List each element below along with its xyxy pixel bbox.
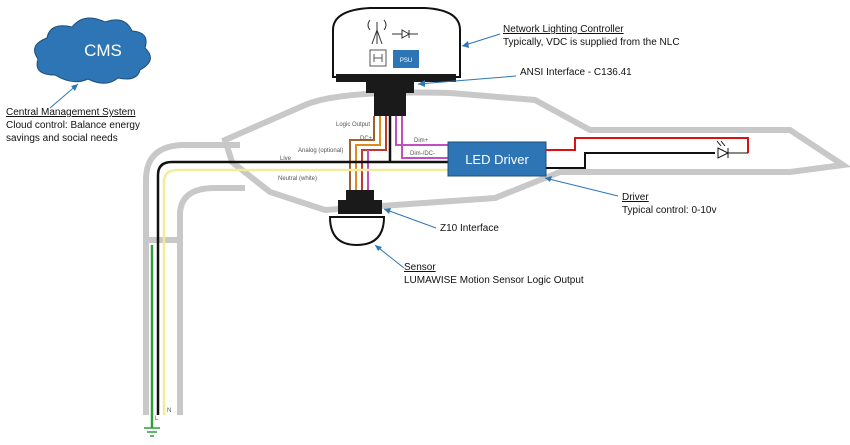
led-driver-box — [447, 141, 547, 177]
z10-block — [346, 190, 374, 200]
dim-plus-wire — [395, 116, 448, 146]
cms-label: CMS — [84, 41, 122, 60]
driver-heading: Driver — [622, 192, 649, 203]
logic-output-wire — [355, 116, 381, 190]
pole-n-label: N — [167, 408, 171, 414]
dim-plus-label: Dim+ — [414, 138, 429, 144]
neutral-label: Neutral (white) — [278, 176, 317, 182]
z10-interface-body — [338, 200, 382, 214]
cms-cloud: CMS — [34, 17, 151, 84]
nlc-device: PSU — [332, 7, 461, 116]
cloud-icon — [34, 17, 151, 84]
psu-box — [393, 50, 419, 68]
nlc-sub: Typically, VDC is supplied from the NLC — [503, 37, 680, 48]
sensor-dome — [328, 216, 386, 247]
led-driver-label: LED Driver — [465, 152, 529, 167]
ansi-interface-block — [374, 92, 406, 116]
analog-label: Analog (optional) — [298, 148, 343, 154]
ansi-arrow — [417, 75, 517, 85]
led-diode-icon — [716, 140, 748, 159]
z10-label: Z10 Interface — [440, 223, 499, 234]
analog-wire — [349, 116, 375, 190]
sensor-sub: LUMAWISE Motion Sensor Logic Output — [404, 275, 584, 286]
live-label: Live — [280, 156, 292, 162]
ground-icon — [144, 427, 160, 437]
pole-outline — [143, 142, 245, 415]
sensor-heading: Sensor — [404, 262, 436, 273]
nlc-heading: Network Lighting Controller — [503, 24, 624, 35]
ansi-label: ANSI Interface - C136.41 — [520, 67, 632, 78]
led-negative-wire — [546, 152, 715, 169]
central-heading: Central Management System — [6, 107, 136, 118]
driver-sub: Typical control: 0-10v — [622, 205, 717, 216]
fixture-housing — [221, 89, 850, 214]
nlc-neck — [366, 81, 414, 93]
central-line1: Cloud control: Balance energy — [6, 120, 140, 131]
nlc-base — [336, 74, 456, 82]
driver-arrow — [544, 177, 619, 197]
neutral-wire — [162, 168, 448, 415]
z10-arrow — [383, 208, 437, 229]
psu-label: PSU — [400, 58, 412, 64]
led-symbol-icon — [392, 29, 418, 39]
dim-minus-wire — [401, 116, 448, 159]
central-line2: savings and social needs — [6, 133, 118, 144]
antenna-icon — [367, 19, 387, 45]
led-positive-wire — [546, 137, 749, 153]
dim-minus-label: Dim-/DC- — [410, 151, 435, 157]
live-wire — [156, 116, 448, 415]
logic-output-label: Logic Output — [336, 122, 370, 128]
dc-plus-label: DC+ — [360, 136, 373, 142]
pole-l-label: L — [155, 416, 159, 422]
